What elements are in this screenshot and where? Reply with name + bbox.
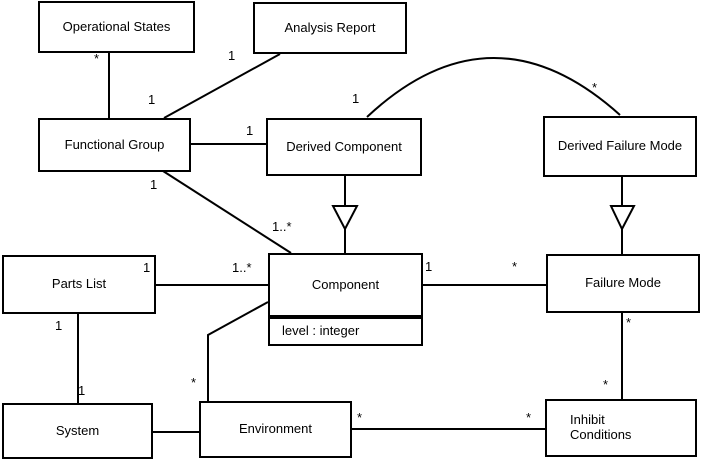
attribute-text: level : integer — [282, 323, 360, 339]
generalization-triangle-icon — [331, 205, 359, 232]
association-ar-fg-line — [163, 53, 281, 119]
class-name: Analysis Report — [284, 19, 376, 35]
class-system: System — [2, 403, 153, 459]
multiplicity-label: 1 — [143, 260, 151, 275]
class-inhibit-conditions: Inhibit Conditions — [545, 399, 697, 457]
class-component: Component — [268, 253, 423, 317]
class-name: Inhibit Conditions — [570, 412, 632, 442]
multiplicity-label: * — [512, 259, 518, 274]
class-functional-group: Functional Group — [38, 118, 191, 172]
class-operational-states: Operational States — [38, 1, 195, 53]
association-dc-dfm-curve — [366, 57, 621, 118]
class-failure-mode: Failure Mode — [546, 254, 700, 313]
multiplicity-label: 1 — [78, 383, 86, 398]
class-name: Environment — [239, 421, 312, 437]
class-name: Failure Mode — [585, 275, 661, 291]
class-name: Functional Group — [64, 136, 165, 152]
multiplicity-label: * — [191, 375, 197, 390]
multiplicity-label: 1 — [55, 318, 63, 333]
multiplicity-label: 1..* — [272, 219, 292, 234]
class-name: Derived Failure Mode — [557, 138, 683, 154]
multiplicity-label: 1 — [352, 91, 360, 106]
class-parts-list: Parts List — [2, 255, 156, 314]
class-name: Derived Component — [286, 138, 402, 154]
class-name: Component — [311, 276, 380, 292]
class-name: Parts List — [51, 276, 107, 292]
multiplicity-label: 1 — [246, 123, 254, 138]
multiplicity-label: 1..* — [232, 260, 252, 275]
association-fg-comp-line — [162, 170, 292, 254]
class-environment: Environment — [199, 401, 352, 458]
class-derived-component: Derived Component — [266, 118, 422, 176]
multiplicity-label: * — [626, 315, 632, 330]
multiplicity-label: * — [94, 51, 100, 66]
multiplicity-label: 1 — [148, 92, 156, 107]
class-name: System — [55, 422, 100, 438]
generalization-triangle-icon — [609, 205, 636, 232]
association-comp-env-line — [207, 301, 269, 401]
multiplicity-label: * — [603, 377, 609, 392]
multiplicity-label: * — [357, 410, 363, 425]
multiplicity-label: * — [526, 410, 532, 425]
multiplicity-label: 1 — [150, 177, 158, 192]
multiplicity-label: 1 — [228, 48, 236, 63]
multiplicity-label: * — [592, 80, 598, 95]
class-name: Operational States — [62, 18, 171, 34]
class-analysis-report: Analysis Report — [253, 2, 407, 54]
class-component-attributes: level : integer — [268, 317, 423, 346]
class-derived-failure-mode: Derived Failure Mode — [543, 116, 697, 177]
multiplicity-label: 1 — [425, 259, 433, 274]
